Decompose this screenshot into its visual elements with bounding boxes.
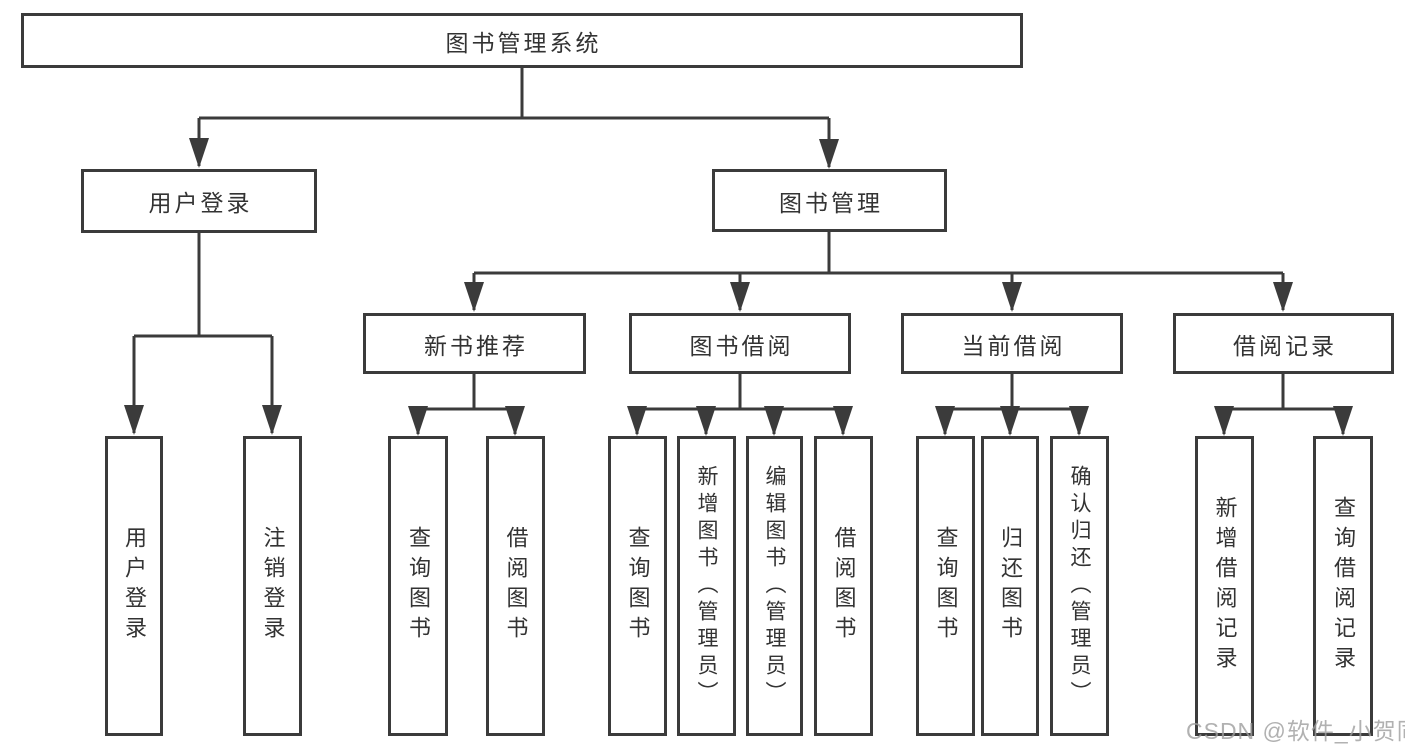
leaf-borrow-book-2: 借阅图书 (814, 436, 873, 736)
leaf-label: 查询图书 (406, 526, 431, 646)
leaf-query-book-2: 查询图书 (608, 436, 667, 736)
node-book-management: 图书管理 (712, 169, 947, 232)
node-label: 图书管理 (779, 189, 883, 216)
leaf-label: 新增图书（管理员） (695, 464, 718, 708)
node-book-borrow: 图书借阅 (629, 313, 851, 374)
leaf-add-borrow-record: 新增借阅记录 (1195, 436, 1254, 736)
leaf-query-book-1: 查询图书 (388, 436, 448, 736)
node-label: 用户登录 (148, 190, 253, 216)
leaf-label: 新增借阅记录 (1212, 496, 1238, 676)
leaf-add-book-admin: 新增图书（管理员） (677, 436, 736, 736)
csdn-watermark: CSDN @软件_小贺同学 (1186, 718, 1405, 744)
node-new-book-recommend: 新书推荐 (363, 313, 586, 374)
node-label: 图书管理系统 (445, 29, 602, 56)
leaf-borrow-book-1: 借阅图书 (486, 436, 545, 736)
node-label: 图书借阅 (689, 332, 794, 359)
node-label: 新书推荐 (424, 332, 528, 359)
node-label: 当前借阅 (961, 332, 1066, 359)
leaf-label: 查询图书 (933, 526, 959, 646)
node-current-borrow: 当前借阅 (901, 313, 1123, 374)
leaf-confirm-return-admin: 确认归还（管理员） (1050, 436, 1109, 736)
leaf-label: 注销登录 (260, 526, 286, 646)
leaf-edit-book-admin: 编辑图书（管理员） (746, 436, 803, 736)
leaf-query-book-3: 查询图书 (916, 436, 975, 736)
leaf-logout: 注销登录 (243, 436, 302, 736)
leaf-label: 借阅图书 (831, 526, 857, 646)
leaf-label: 查询图书 (625, 526, 651, 646)
leaf-label: 查询借阅记录 (1331, 496, 1356, 676)
leaf-label: 用户登录 (122, 526, 147, 646)
leaf-query-borrow-record: 查询借阅记录 (1313, 436, 1373, 736)
node-label: 借阅记录 (1233, 332, 1337, 359)
node-user-login: 用户登录 (81, 169, 317, 233)
leaf-label: 借阅图书 (503, 526, 529, 646)
leaf-user-login: 用户登录 (105, 436, 163, 736)
leaf-label: 编辑图书（管理员） (763, 464, 786, 708)
node-root-library-system: 图书管理系统 (21, 13, 1023, 68)
leaf-label: 归还图书 (998, 526, 1023, 646)
leaf-label: 确认归还（管理员） (1068, 464, 1091, 708)
leaf-return-book: 归还图书 (981, 436, 1039, 736)
node-borrow-record: 借阅记录 (1173, 313, 1394, 374)
